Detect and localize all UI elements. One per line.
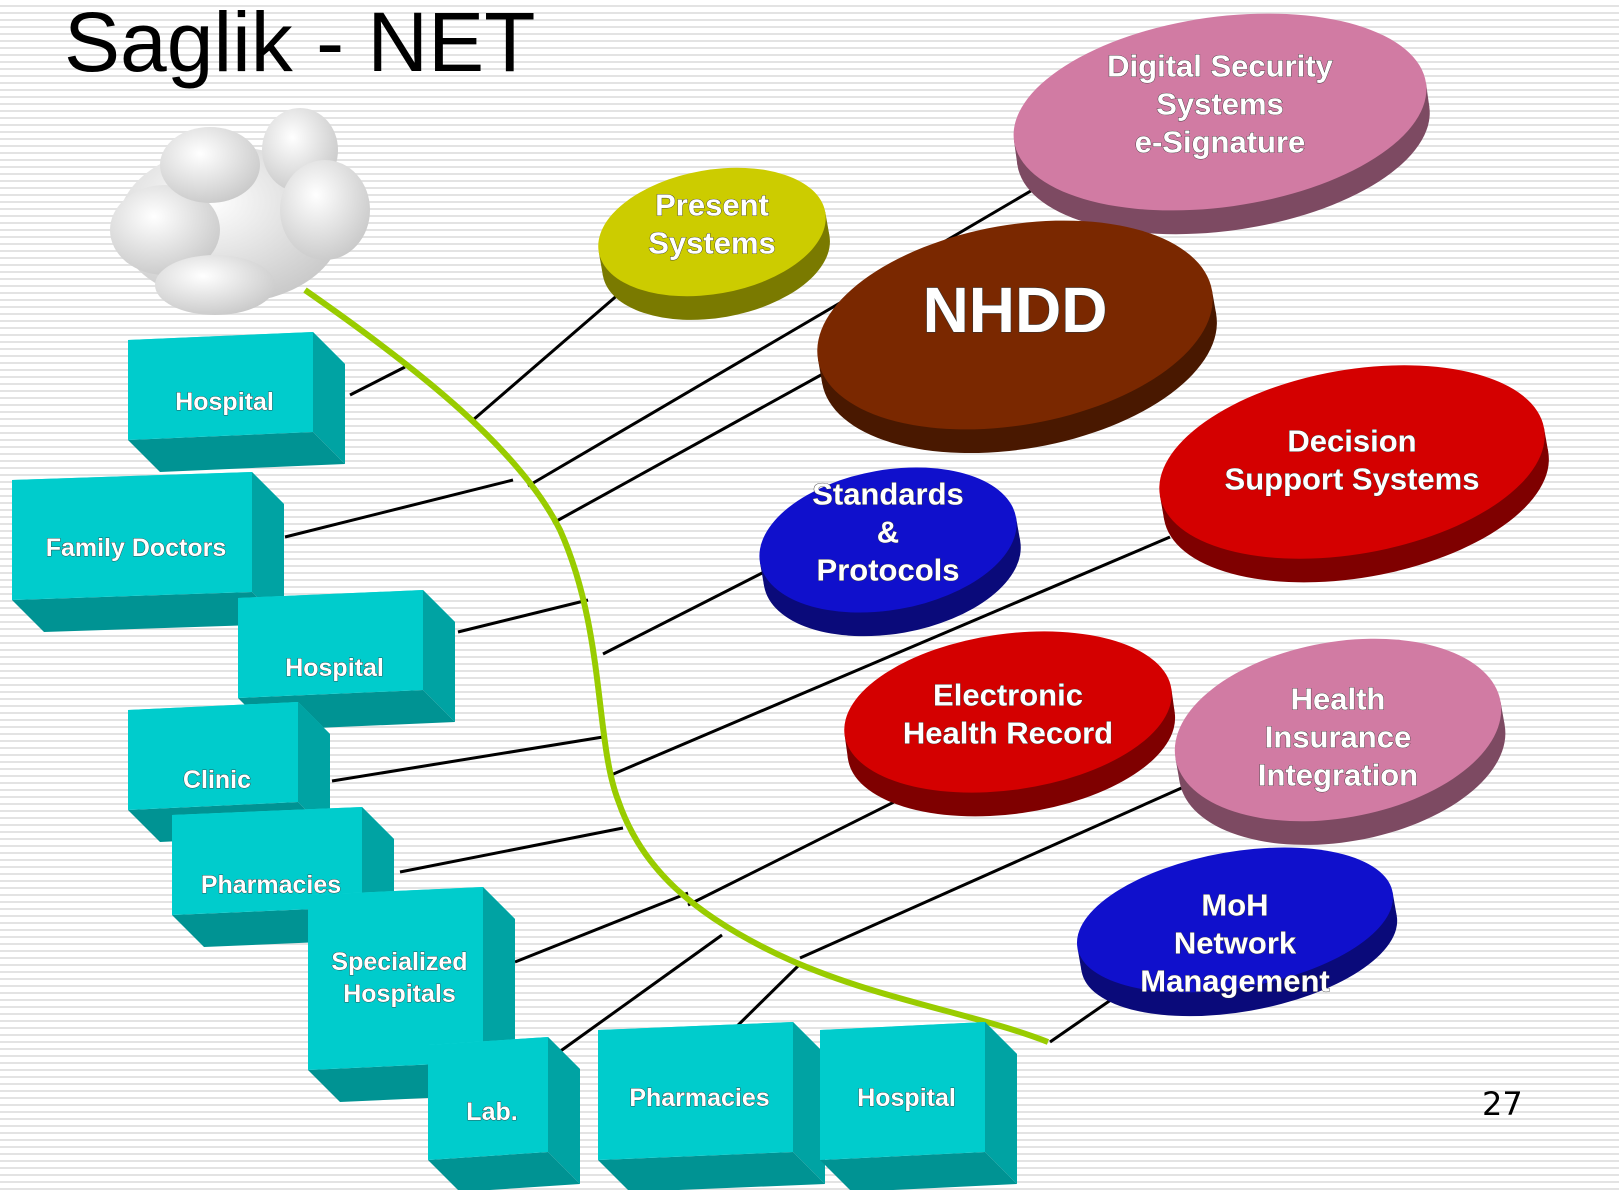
facility-specialized-hospitals-label: Specialized (331, 948, 467, 976)
connector-family-doctors (284, 478, 514, 539)
connector-clinic (331, 735, 604, 783)
connector-decision-support (610, 535, 1171, 777)
connector-nhdd (552, 368, 831, 525)
service-moh-network-label: MoH (1201, 888, 1268, 923)
connector-present-systems (472, 278, 636, 422)
service-health-insurance-label: Insurance (1265, 720, 1411, 755)
service-digital-security-label: Systems (1156, 87, 1284, 122)
facility-hospital-1: Hospital (128, 332, 345, 472)
connector-pharmacies-1 (399, 826, 624, 874)
connector-lab (554, 933, 723, 1057)
facility-pharmacies-2-label: Pharmacies (629, 1084, 769, 1112)
connector-hospital-2 (457, 598, 589, 634)
facility-specialized-hospitals-label: Hospitals (343, 980, 456, 1008)
service-standards-protocols-label: Standards (812, 477, 964, 512)
facility-hospital-2-label: Hospital (285, 654, 384, 682)
service-digital-security-label: Digital Security (1107, 49, 1333, 84)
service-health-insurance-label: Integration (1258, 758, 1418, 793)
connector-digital-security (527, 173, 1059, 488)
facility-hospital-1-label: Hospital (175, 388, 274, 416)
facility-lab-label: Lab. (466, 1098, 517, 1126)
connector-moh-network (1049, 993, 1119, 1044)
page-title: Saglik - NET (64, 0, 536, 89)
facility-pharmacies-2: Pharmacies (598, 1022, 825, 1190)
facility-pharmacies-1: Pharmacies (172, 807, 394, 947)
service-electronic-health-record-label: Electronic (933, 678, 1083, 713)
service-moh-network-label: Network (1174, 926, 1297, 961)
service-electronic-health-record-label: Health Record (903, 716, 1113, 751)
connector-hospital-1 (349, 365, 406, 397)
service-standards-protocols-label: & (877, 515, 899, 550)
connector-lines (284, 173, 1196, 1057)
connector-standards (602, 568, 769, 656)
backbone-line (303, 287, 1050, 1045)
service-digital-security-label: e-Signature (1135, 125, 1306, 160)
service-standards-protocols-label: Protocols (817, 553, 960, 588)
service-nhdd: NHDD (817, 220, 1217, 454)
facility-clinic-label: Clinic (183, 766, 251, 794)
service-decision-support-label: Support Systems (1225, 462, 1480, 497)
connector-ehr (687, 793, 909, 907)
facility-hospital-3: Hospital (820, 1022, 1017, 1190)
service-moh-network-label: Management (1140, 964, 1329, 999)
service-nhdd-label: NHDD (923, 274, 1108, 346)
service-decision-support-label: Decision (1287, 424, 1416, 459)
service-standards-protocols: Standards&Protocols (759, 467, 1021, 637)
facility-family-doctors: Family Doctors (12, 472, 284, 632)
connector-health-insurance (799, 780, 1196, 960)
facility-family-doctors-label: Family Doctors (46, 534, 227, 562)
service-present-systems-label: Systems (648, 226, 776, 261)
facility-hospital-3-label: Hospital (857, 1084, 956, 1112)
connector-specialized-hospitals (514, 891, 689, 964)
facility-lab: Lab. (428, 1037, 580, 1190)
service-health-insurance-label: Health (1291, 682, 1386, 717)
service-present-systems-label: Present (655, 188, 769, 223)
page-number: 27 (1482, 1085, 1523, 1123)
cloud-icon (110, 108, 370, 315)
